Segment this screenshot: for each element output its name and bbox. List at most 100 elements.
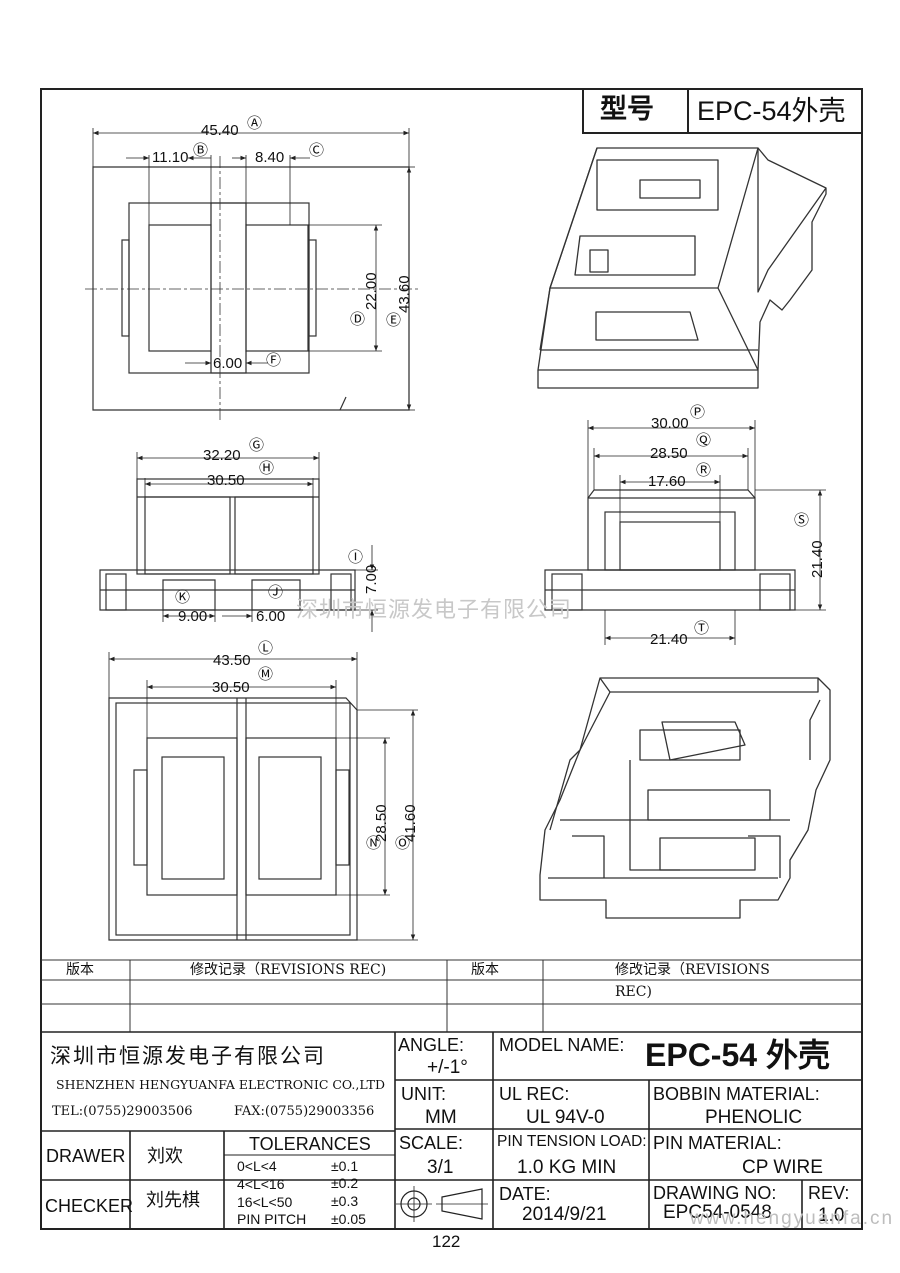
drawer-label: DRAWER xyxy=(46,1146,126,1166)
revisions-version-header-2: 版本 xyxy=(471,962,499,978)
dim-c-mark: Ⓒ xyxy=(309,141,325,159)
scale-label: SCALE: xyxy=(399,1133,464,1153)
unit-label: UNIT: xyxy=(401,1084,446,1104)
pin-material-label: PIN MATERIAL: xyxy=(653,1133,782,1153)
revisions-record-header-2-cont: REC) xyxy=(615,984,652,1000)
ul-rec-label: UL REC: xyxy=(499,1084,570,1104)
tolerance-range-1: 0<L<4 xyxy=(237,1158,277,1174)
side-view-dim-lines xyxy=(587,420,826,645)
revisions-record-header-2: 修改记录（REVISIONS xyxy=(615,962,770,978)
iso-view-top xyxy=(537,147,827,389)
dim-s: 21.40 xyxy=(809,540,826,578)
dim-n: 28.50 xyxy=(373,804,390,842)
angle-label: ANGLE: xyxy=(398,1035,465,1055)
rev-label: REV: xyxy=(808,1183,850,1203)
dim-q-mark: Ⓠ xyxy=(696,431,712,449)
checker-label: CHECKER xyxy=(45,1196,134,1216)
dim-p: 30.00 xyxy=(651,415,689,432)
front-view xyxy=(99,478,356,611)
bobbin-material-label: BOBBIN MATERIAL: xyxy=(653,1084,820,1104)
iso-view-bottom xyxy=(539,677,831,919)
dim-j: 6.00 xyxy=(256,608,286,625)
dim-k-mark: Ⓚ xyxy=(175,588,191,606)
title-box-label: 型号 xyxy=(600,94,654,125)
page-number: 122 xyxy=(432,1232,461,1251)
company-name-en: SHENZHEN HENGYUANFA ELECTRONIC CO.,LTD xyxy=(56,1077,386,1092)
model-name-label: MODEL NAME: xyxy=(499,1035,625,1055)
dim-i: 7.00 xyxy=(363,564,380,594)
bobbin-material-value: PHENOLIC xyxy=(705,1107,803,1128)
dim-e-mark: Ⓔ xyxy=(386,311,402,329)
dim-d: 22.00 xyxy=(363,272,380,310)
dim-r: 17.60 xyxy=(648,473,686,490)
projection-symbol-icon xyxy=(396,1186,488,1222)
website-watermark: www.hengyuanfa.cn xyxy=(690,1208,895,1229)
revisions-version-header: 版本 xyxy=(66,962,94,978)
date-value: 2014/9/21 xyxy=(522,1204,607,1225)
drawing-no-value: EPC54-0548 xyxy=(663,1202,772,1223)
dim-m: 30.50 xyxy=(212,679,250,696)
bottom-view xyxy=(108,697,358,941)
dim-h: 30.50 xyxy=(207,472,245,489)
dim-b-mark: Ⓑ xyxy=(193,141,209,159)
dim-s-mark: Ⓢ xyxy=(794,511,810,529)
dim-g-mark: Ⓖ xyxy=(249,436,265,454)
date-label: DATE: xyxy=(499,1184,551,1204)
bottom-view-dim-lines xyxy=(108,652,418,941)
checker-name: 刘先棋 xyxy=(146,1190,200,1211)
title-block xyxy=(41,1031,862,1229)
dim-p-mark: Ⓟ xyxy=(690,403,706,421)
pin-material-value: CP WIRE xyxy=(742,1157,823,1178)
title-box-model: EPC-54外壳 xyxy=(697,96,846,126)
company-name-cn: 深圳市恒源发电子有限公司 xyxy=(50,1044,326,1068)
tolerance-value-2: ±0.2 xyxy=(331,1175,359,1191)
sheet-border xyxy=(40,88,863,1230)
dim-o-mark: Ⓞ xyxy=(395,834,411,852)
company-fax: FAX:(0755)29003356 xyxy=(234,1104,375,1119)
top-view-dim-lines xyxy=(92,128,415,411)
tolerance-value-4: ±0.05 xyxy=(331,1211,366,1227)
dim-a: 45.40 xyxy=(201,122,239,139)
dim-l: 43.50 xyxy=(213,652,251,669)
tolerance-value-3: ±0.3 xyxy=(331,1193,359,1209)
dim-d-mark: Ⓓ xyxy=(350,310,366,328)
tolerance-range-2: 4<L<16 xyxy=(237,1176,285,1192)
company-tel: TEL:(0755)29003506 xyxy=(52,1104,193,1119)
tolerance-range-4: PIN PITCH xyxy=(237,1211,307,1227)
dim-k: 9.00 xyxy=(178,608,208,625)
title-box xyxy=(582,88,863,134)
drawer-name: 刘欢 xyxy=(147,1146,183,1167)
side-view xyxy=(544,489,796,611)
dim-o: 41.60 xyxy=(402,804,419,842)
dim-l-mark: Ⓛ xyxy=(258,639,274,657)
pin-tension-label: PIN TENSION LOAD: xyxy=(497,1133,647,1150)
tolerance-range-3: 16<L<50 xyxy=(237,1194,293,1210)
ul-rec-value: UL 94V-0 xyxy=(526,1107,605,1128)
dim-r-mark: Ⓡ xyxy=(696,461,712,479)
dim-j-mark: Ⓙ xyxy=(268,583,284,601)
watermark: 深圳市恒源发电子有限公司 xyxy=(296,598,573,623)
dim-q: 28.50 xyxy=(650,445,688,462)
dim-e: 43.60 xyxy=(396,275,413,313)
front-view-dim-lines xyxy=(136,452,378,632)
drawing-no-label: DRAWING NO: xyxy=(653,1183,777,1203)
tolerances-title: TOLERANCES xyxy=(249,1134,371,1154)
rev-value: 1.0 xyxy=(818,1205,845,1226)
dim-t-mark: Ⓣ xyxy=(694,619,710,637)
dim-i-mark: Ⓘ xyxy=(348,548,364,566)
angle-value: +/-1° xyxy=(427,1057,468,1078)
revisions-record-header: 修改记录（REVISIONS REC) xyxy=(190,962,387,978)
revisions-table xyxy=(41,959,862,1032)
scale-value: 3/1 xyxy=(427,1157,454,1178)
dim-f: 6.00 xyxy=(213,355,243,372)
dim-h-mark: Ⓗ xyxy=(259,459,275,477)
dim-g: 32.20 xyxy=(203,447,241,464)
tolerance-value-1: ±0.1 xyxy=(331,1158,359,1174)
dim-f-mark: Ⓕ xyxy=(266,351,282,369)
dim-b: 11.10 xyxy=(152,149,189,166)
model-name-value: EPC-54 外壳 xyxy=(645,1037,830,1073)
dim-a-mark: Ⓐ xyxy=(247,114,263,132)
dim-c: 8.40 xyxy=(255,149,285,166)
pin-tension-value: 1.0 KG MIN xyxy=(517,1157,617,1178)
